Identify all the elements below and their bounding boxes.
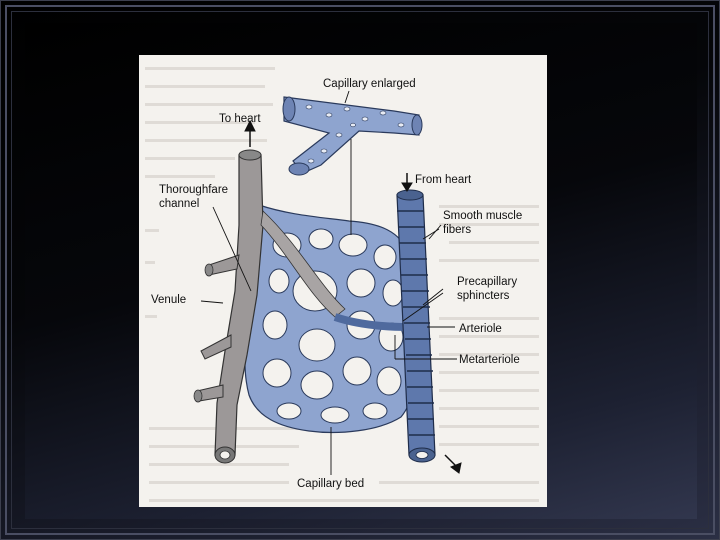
capillary-enlarged-illustration xyxy=(283,97,422,175)
capillary-diagram: Capillary enlarged To heart From heart T… xyxy=(139,55,547,507)
label-smooth-muscle-2: fibers xyxy=(443,224,471,236)
label-arteriole: Arteriole xyxy=(459,323,502,335)
label-smooth-muscle-1: Smooth muscle xyxy=(443,210,522,222)
venule-vessel xyxy=(194,150,345,463)
label-thoroughfare-channel-1: Thoroughfare xyxy=(159,184,228,196)
flow-arrows xyxy=(245,121,461,473)
metarteriole-vessel xyxy=(335,317,409,327)
label-precapillary-2: sphincters xyxy=(457,290,510,302)
label-from-heart: From heart xyxy=(415,174,472,186)
background-page-text xyxy=(145,67,539,502)
label-capillary-bed: Capillary bed xyxy=(297,478,364,490)
label-thoroughfare-channel-2: channel xyxy=(159,198,199,210)
leader-lines xyxy=(201,91,457,475)
slide-background xyxy=(25,23,697,519)
capillary-network xyxy=(245,205,420,432)
label-precapillary-1: Precapillary xyxy=(457,276,517,288)
label-to-heart: To heart xyxy=(219,113,261,125)
label-metarteriole: Metarteriole xyxy=(459,354,520,366)
label-capillary-enlarged: Capillary enlarged xyxy=(323,78,416,90)
arteriole-vessel xyxy=(397,190,435,462)
label-venule: Venule xyxy=(151,294,186,306)
capillary-bed-figure: Capillary enlarged To heart From heart T… xyxy=(139,55,547,507)
